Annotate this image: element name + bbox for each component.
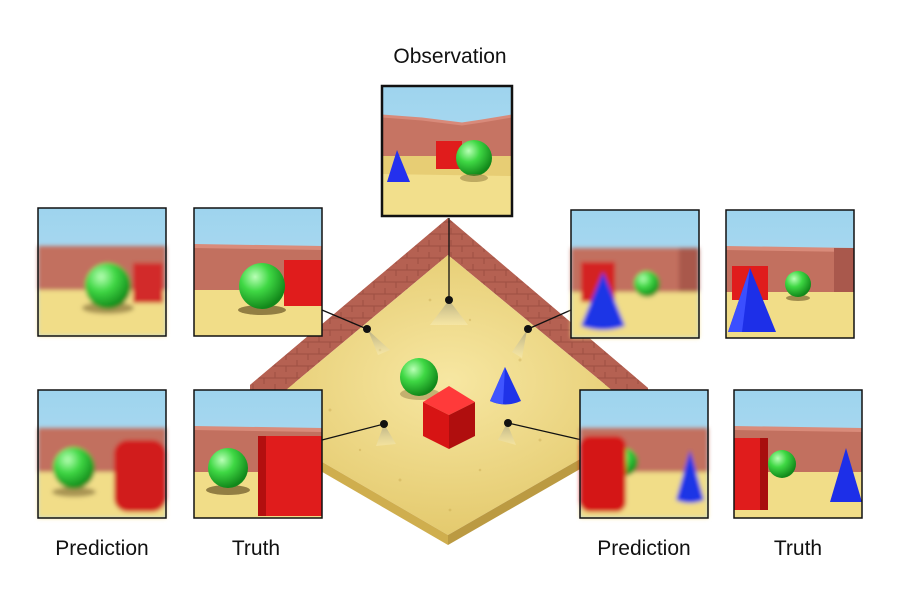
right-top-truth-view: [725, 209, 855, 339]
right-top-prediction-view: [570, 209, 700, 339]
right-bottom-truth-view: [733, 389, 863, 519]
left-bottom-truth-view: [193, 389, 323, 519]
truth-label: Truth: [231, 537, 281, 560]
left-top-prediction-view: [37, 207, 167, 337]
truth-label: Truth: [773, 537, 823, 560]
red-cube-icon: [423, 386, 475, 449]
right-bottom-prediction-view: [579, 389, 709, 519]
connector-lines: [321, 218, 583, 441]
green-sphere-icon: [400, 358, 438, 396]
observation-view: [380, 84, 514, 218]
prediction-label: Prediction: [597, 537, 691, 560]
left-top-truth-view: [193, 207, 323, 337]
blue-cone-icon: [490, 367, 521, 405]
prediction-label: Prediction: [55, 537, 149, 560]
observation-label: Observation: [393, 45, 507, 68]
left-bottom-prediction-view: [37, 389, 167, 519]
